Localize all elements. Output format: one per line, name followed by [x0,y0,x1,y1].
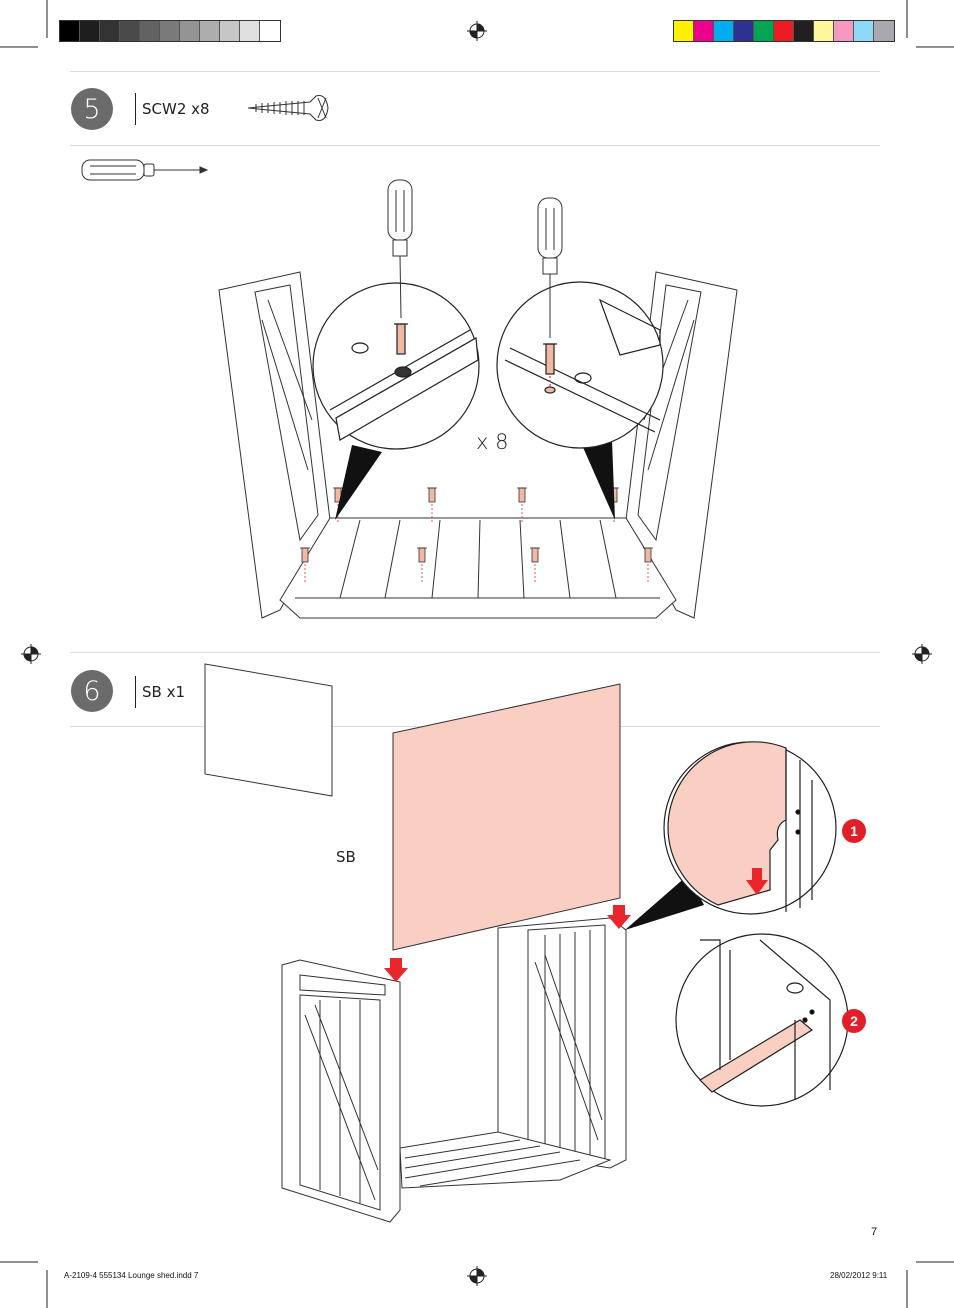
color-swatch [220,21,240,41]
arrow-down-icon [384,958,408,982]
print-timestamp: 28/02/2012 9:11 [830,1271,888,1280]
divider [70,145,880,146]
screwdriver-left-icon [387,179,413,319]
detail-pointer-right [582,440,615,520]
divider [70,71,880,72]
registration-mark-left-icon [21,644,41,664]
color-swatch [794,21,814,41]
page-number: 7 [871,1226,878,1238]
color-swatch [260,21,280,41]
detail-pointer [625,875,704,930]
color-swatch [874,21,894,41]
detail-circle-right [496,281,664,449]
screwdriver-icon [81,159,209,181]
step-6-badge: 6 [71,670,113,712]
color-swatch [200,21,220,41]
step-6-parts-label: SB x1 [135,676,185,708]
color-swatch [60,21,80,41]
color-swatch [100,21,120,41]
sb-panel-icon [204,663,333,797]
screwdriver-right-icon [537,197,563,338]
callout-number-2: 2 [842,1009,866,1033]
color-swatch [140,21,160,41]
color-swatch [734,21,754,41]
color-swatch [774,21,794,41]
arrow-down-icon [607,905,631,929]
step-5-parts-label: SCW2 x8 [135,93,210,125]
color-swatch [854,21,874,41]
color-swatch [814,21,834,41]
color-swatch [714,21,734,41]
sb-panel-label: SB [336,848,356,866]
registration-mark-top-icon [467,21,487,41]
color-swatch [694,21,714,41]
detail-circle-2 [675,933,849,1107]
color-swatch [674,21,694,41]
detail-circle-left [312,282,480,450]
color-swatch [180,21,200,41]
color-swatch [120,21,140,41]
registration-mark-right-icon [912,644,932,664]
color-swatch [240,21,260,41]
color-swatch [80,21,100,41]
color-swatch [834,21,854,41]
detail-circle-1 [663,741,837,915]
sb-panel [392,683,621,951]
detail-pointer-left [335,445,382,520]
color-calibration-bar [673,20,895,42]
grayscale-calibration-bar [59,20,281,42]
divider [70,652,880,653]
screw-icon [247,95,329,121]
quantity-label: x 8 [476,430,509,454]
file-name: A-2109-4 555134 Lounge shed.indd 7 [64,1271,199,1280]
step-5-illustration [81,95,738,619]
color-swatch [754,21,774,41]
registration-mark-bottom-icon [467,1266,487,1286]
step-5-badge: 5 [71,88,113,130]
callout-number-1: 1 [842,819,866,843]
color-swatch [160,21,180,41]
